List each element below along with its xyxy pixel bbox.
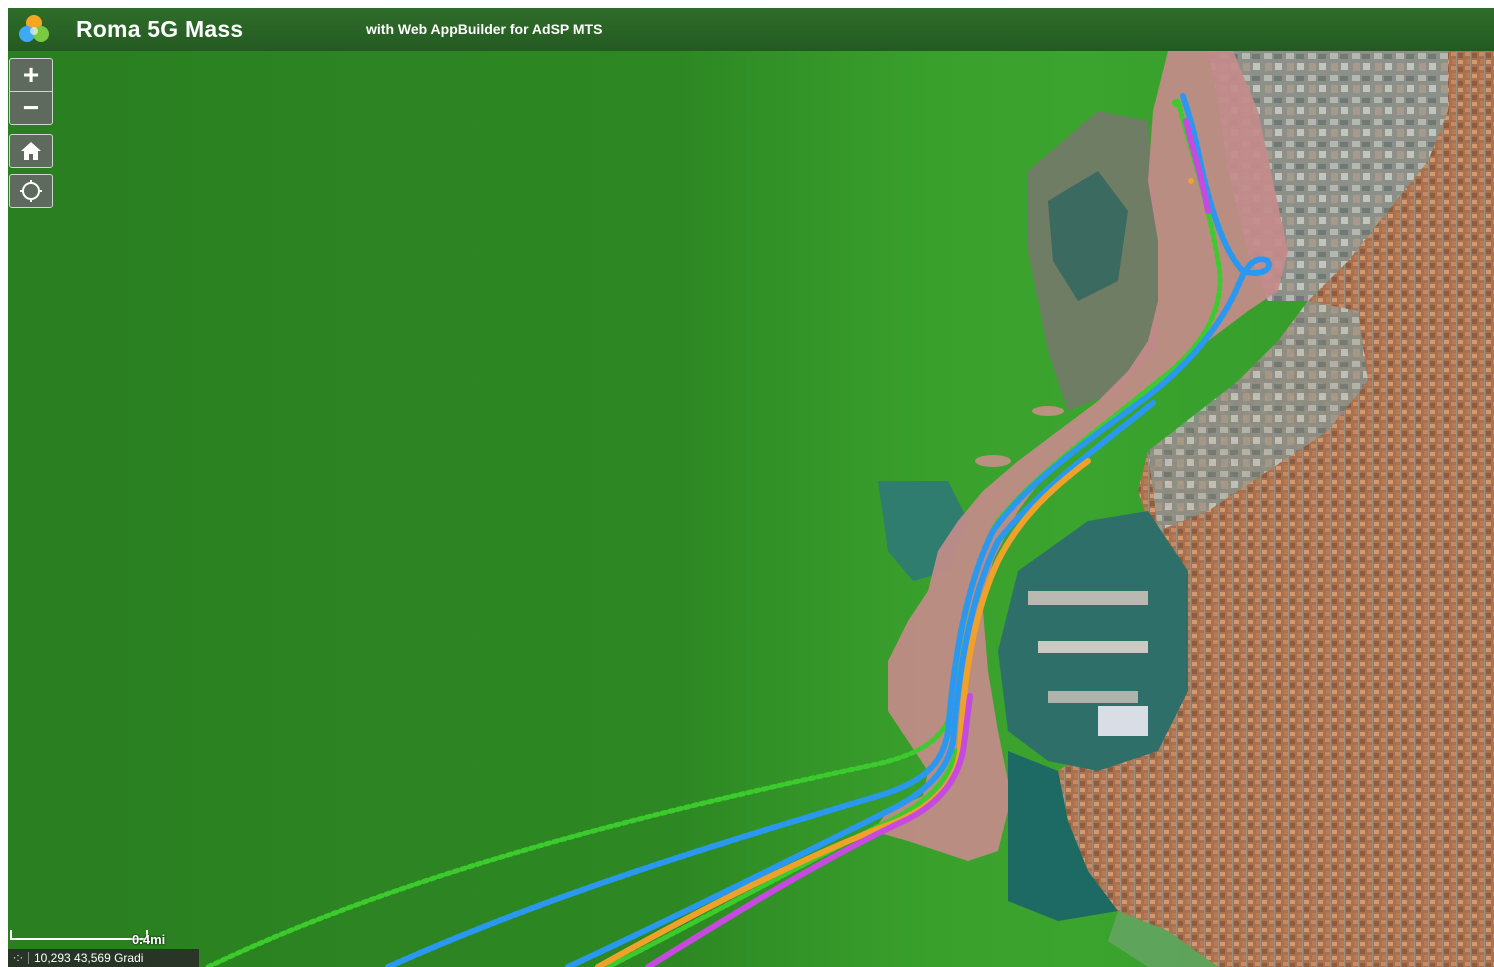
coordinate-display[interactable]: ·:· 10,293 43,569 Gradi <box>8 949 199 967</box>
app-title: Roma 5G Mass <box>76 16 244 42</box>
pier <box>1038 641 1148 653</box>
app-window: Roma 5G Mass with Web AppBuilder for AdS… <box>8 8 1494 967</box>
vessel-marker <box>975 455 1011 467</box>
port-zone-polygon <box>873 51 1288 861</box>
app-subtitle: with Web AppBuilder for AdSP MTS <box>366 21 603 37</box>
track-magenta <box>645 693 973 967</box>
locate-icon <box>10 175 52 207</box>
pier <box>1048 691 1138 703</box>
zoom-control: + − <box>9 58 53 125</box>
app-header: Roma 5G Mass with Web AppBuilder for AdS… <box>8 8 1494 51</box>
pier <box>1028 591 1148 605</box>
crosshair-icon[interactable]: ·:· <box>8 952 29 964</box>
city-land <box>1058 51 1494 967</box>
locate-button[interactable] <box>9 174 53 208</box>
industrial-area-south <box>1148 301 1368 531</box>
track-point-marker <box>1188 178 1194 184</box>
lagoon <box>1048 171 1128 301</box>
map-view[interactable] <box>8 51 1494 967</box>
scale-label: 0.4mi <box>132 932 166 947</box>
coordinate-text: 10,293 43,569 Gradi <box>34 951 144 965</box>
appbuilder-cube-logo-icon <box>19 15 49 42</box>
track-magenta-north <box>1183 118 1211 214</box>
track-blue-outer <box>385 93 1272 967</box>
home-button[interactable] <box>9 134 53 168</box>
track-blue-inner <box>565 400 1156 967</box>
track-start-marker <box>1172 99 1180 107</box>
terminal-building <box>1098 706 1148 736</box>
zoom-in-button[interactable]: + <box>22 59 40 90</box>
vessel-marker <box>1032 406 1064 416</box>
south-harbour-water <box>1008 751 1118 921</box>
coast-surf <box>1108 911 1218 967</box>
home-icon <box>10 135 52 167</box>
scale-bar <box>10 930 148 940</box>
zoom-out-button[interactable]: − <box>10 91 52 124</box>
